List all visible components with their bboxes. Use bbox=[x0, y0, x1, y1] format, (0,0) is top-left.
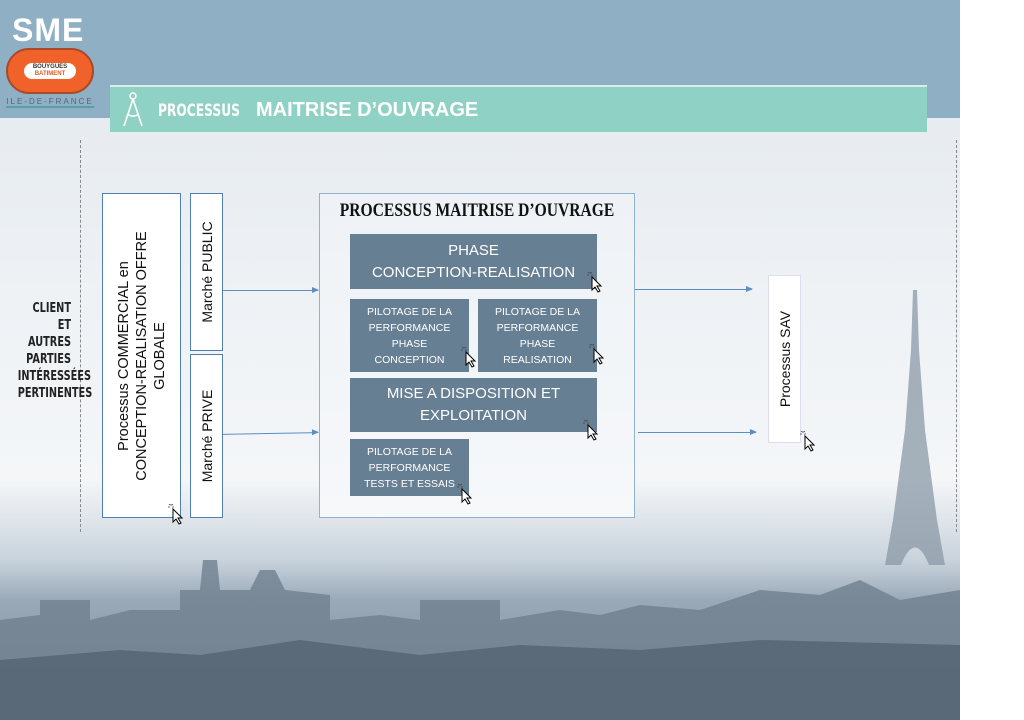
eiffel-tower-image bbox=[885, 290, 945, 565]
link-cursor-icon bbox=[461, 346, 477, 368]
main-process-title: PROCESSUS MAITRISE D’OUVRAGE bbox=[339, 200, 615, 221]
market-public-box: Marché PUBLIC bbox=[190, 193, 223, 351]
header-bar: PROCESSUS MAITRISE D’OUVRAGE bbox=[110, 85, 927, 132]
link-cursor-icon bbox=[800, 430, 816, 452]
arrow-private-to-main bbox=[222, 432, 319, 435]
logo-region: ILE-DE-FRANCE bbox=[6, 97, 94, 108]
arrow-main-to-sav-2 bbox=[638, 429, 757, 435]
link-cursor-icon bbox=[457, 483, 473, 505]
compass-icon bbox=[123, 92, 143, 127]
page-title: MAITRISE D’OUVRAGE bbox=[256, 99, 479, 121]
logo-sme: SME bbox=[12, 12, 85, 48]
link-cursor-icon bbox=[168, 503, 184, 525]
arrow-main-to-sav bbox=[635, 286, 753, 292]
sav-process-box[interactable]: Processus SAV bbox=[768, 275, 801, 443]
market-private-box: Marché PRIVE bbox=[190, 354, 223, 518]
divider-right bbox=[956, 140, 957, 532]
city-skyline-image bbox=[0, 560, 960, 720]
link-cursor-icon bbox=[589, 343, 605, 365]
arrow-public-to-main bbox=[223, 287, 319, 293]
divider-left bbox=[80, 140, 81, 532]
link-cursor-icon bbox=[583, 419, 599, 441]
link-cursor-icon bbox=[587, 271, 603, 293]
header-section: PROCESSUS bbox=[158, 101, 240, 121]
